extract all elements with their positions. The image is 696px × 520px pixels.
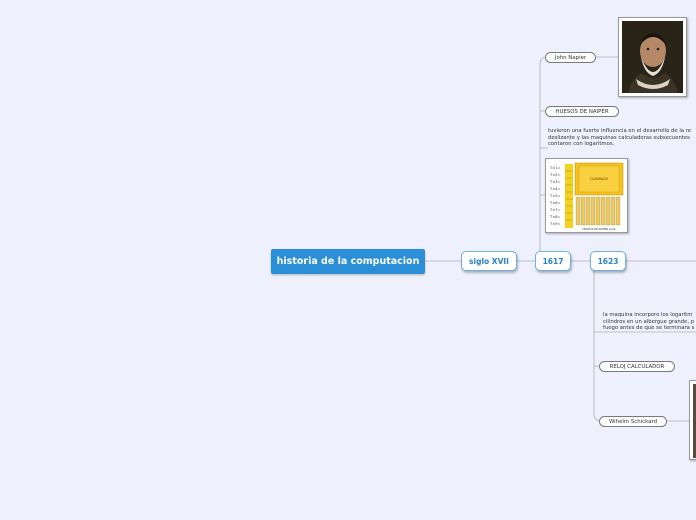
schickard-portrait — [689, 380, 696, 460]
note-line: deslizante y las maquinas calculadoras s… — [548, 134, 690, 141]
note-logaritmos: tuvieron una fuerte influencia en el des… — [548, 128, 691, 148]
bones-footer-label: HUESOS DE NAIPER ALAS — [582, 227, 615, 231]
subtopic-reloj-label: RELOJ CALCULADOR — [609, 363, 665, 370]
subtopic-john-napier[interactable]: John Napier — [545, 52, 596, 63]
note-line: contaron con logaritmos. — [548, 141, 615, 148]
note-maquina: la maquina incorporo los logaritm cilind… — [603, 312, 694, 332]
subtopic-schickard-label: Wihelm Schickard — [608, 418, 658, 425]
subtopic-huesos-label: HUESOS DE NAIPER — [555, 108, 609, 115]
bone-row-label: T×3= — [549, 180, 561, 184]
subtopic-reloj-calculador[interactable]: RELOJ CALCULADOR — [599, 361, 675, 372]
napier-bones-diagram: T×1= T×2= T×3= T×4= T×5= T×6= T×7= T×8= … — [546, 159, 627, 232]
john-napier-portrait — [618, 17, 687, 97]
topic-1617-label: 1617 — [542, 256, 564, 266]
portrait-image — [693, 384, 696, 458]
bone-row-label: T×1= — [549, 166, 561, 170]
napier-bones-image: T×1= T×2= T×3= T×4= T×5= T×6= T×7= T×8= … — [545, 158, 628, 233]
bone-row-label: T×8= — [549, 215, 561, 219]
root-topic-label: historia de la computacion — [276, 256, 420, 267]
note-line: cilindros en un albergue grande, p — [603, 318, 695, 325]
bone-row-label: T×5= — [549, 194, 561, 198]
topic-1617[interactable]: 1617 — [535, 251, 571, 271]
bone-row-label: T×2= — [549, 173, 561, 177]
subtopic-huesos-de-naiper[interactable]: HUESOS DE NAIPER — [545, 106, 619, 117]
bone-row-label: T×9= — [549, 222, 561, 226]
note-line: fuego antes de que se terminara s — [603, 325, 695, 332]
topic-1623[interactable]: 1623 — [590, 251, 626, 271]
subtopic-john-napier-label: John Napier — [554, 54, 587, 61]
subtopic-wihelm-schickard[interactable]: Wihelm Schickard — [599, 416, 667, 427]
topic-siglo-xvii[interactable]: siglo XVII — [461, 251, 517, 271]
bone-row-label: T×7= — [549, 208, 561, 212]
note-line: tuvieron una fuerte influencia en el des… — [548, 128, 692, 134]
topic-1623-label: 1623 — [597, 256, 619, 266]
bones-title-label: CUADRADO — [590, 177, 609, 181]
bone-row-label: T×6= — [549, 201, 561, 205]
note-line: la maquina incorporo los logaritm — [603, 312, 693, 318]
topic-siglo-xvii-label: siglo XVII — [469, 256, 509, 266]
root-topic-historia[interactable]: historia de la computacion — [271, 249, 425, 274]
portrait-image — [622, 21, 683, 93]
bone-row-label: T×4= — [549, 187, 561, 191]
